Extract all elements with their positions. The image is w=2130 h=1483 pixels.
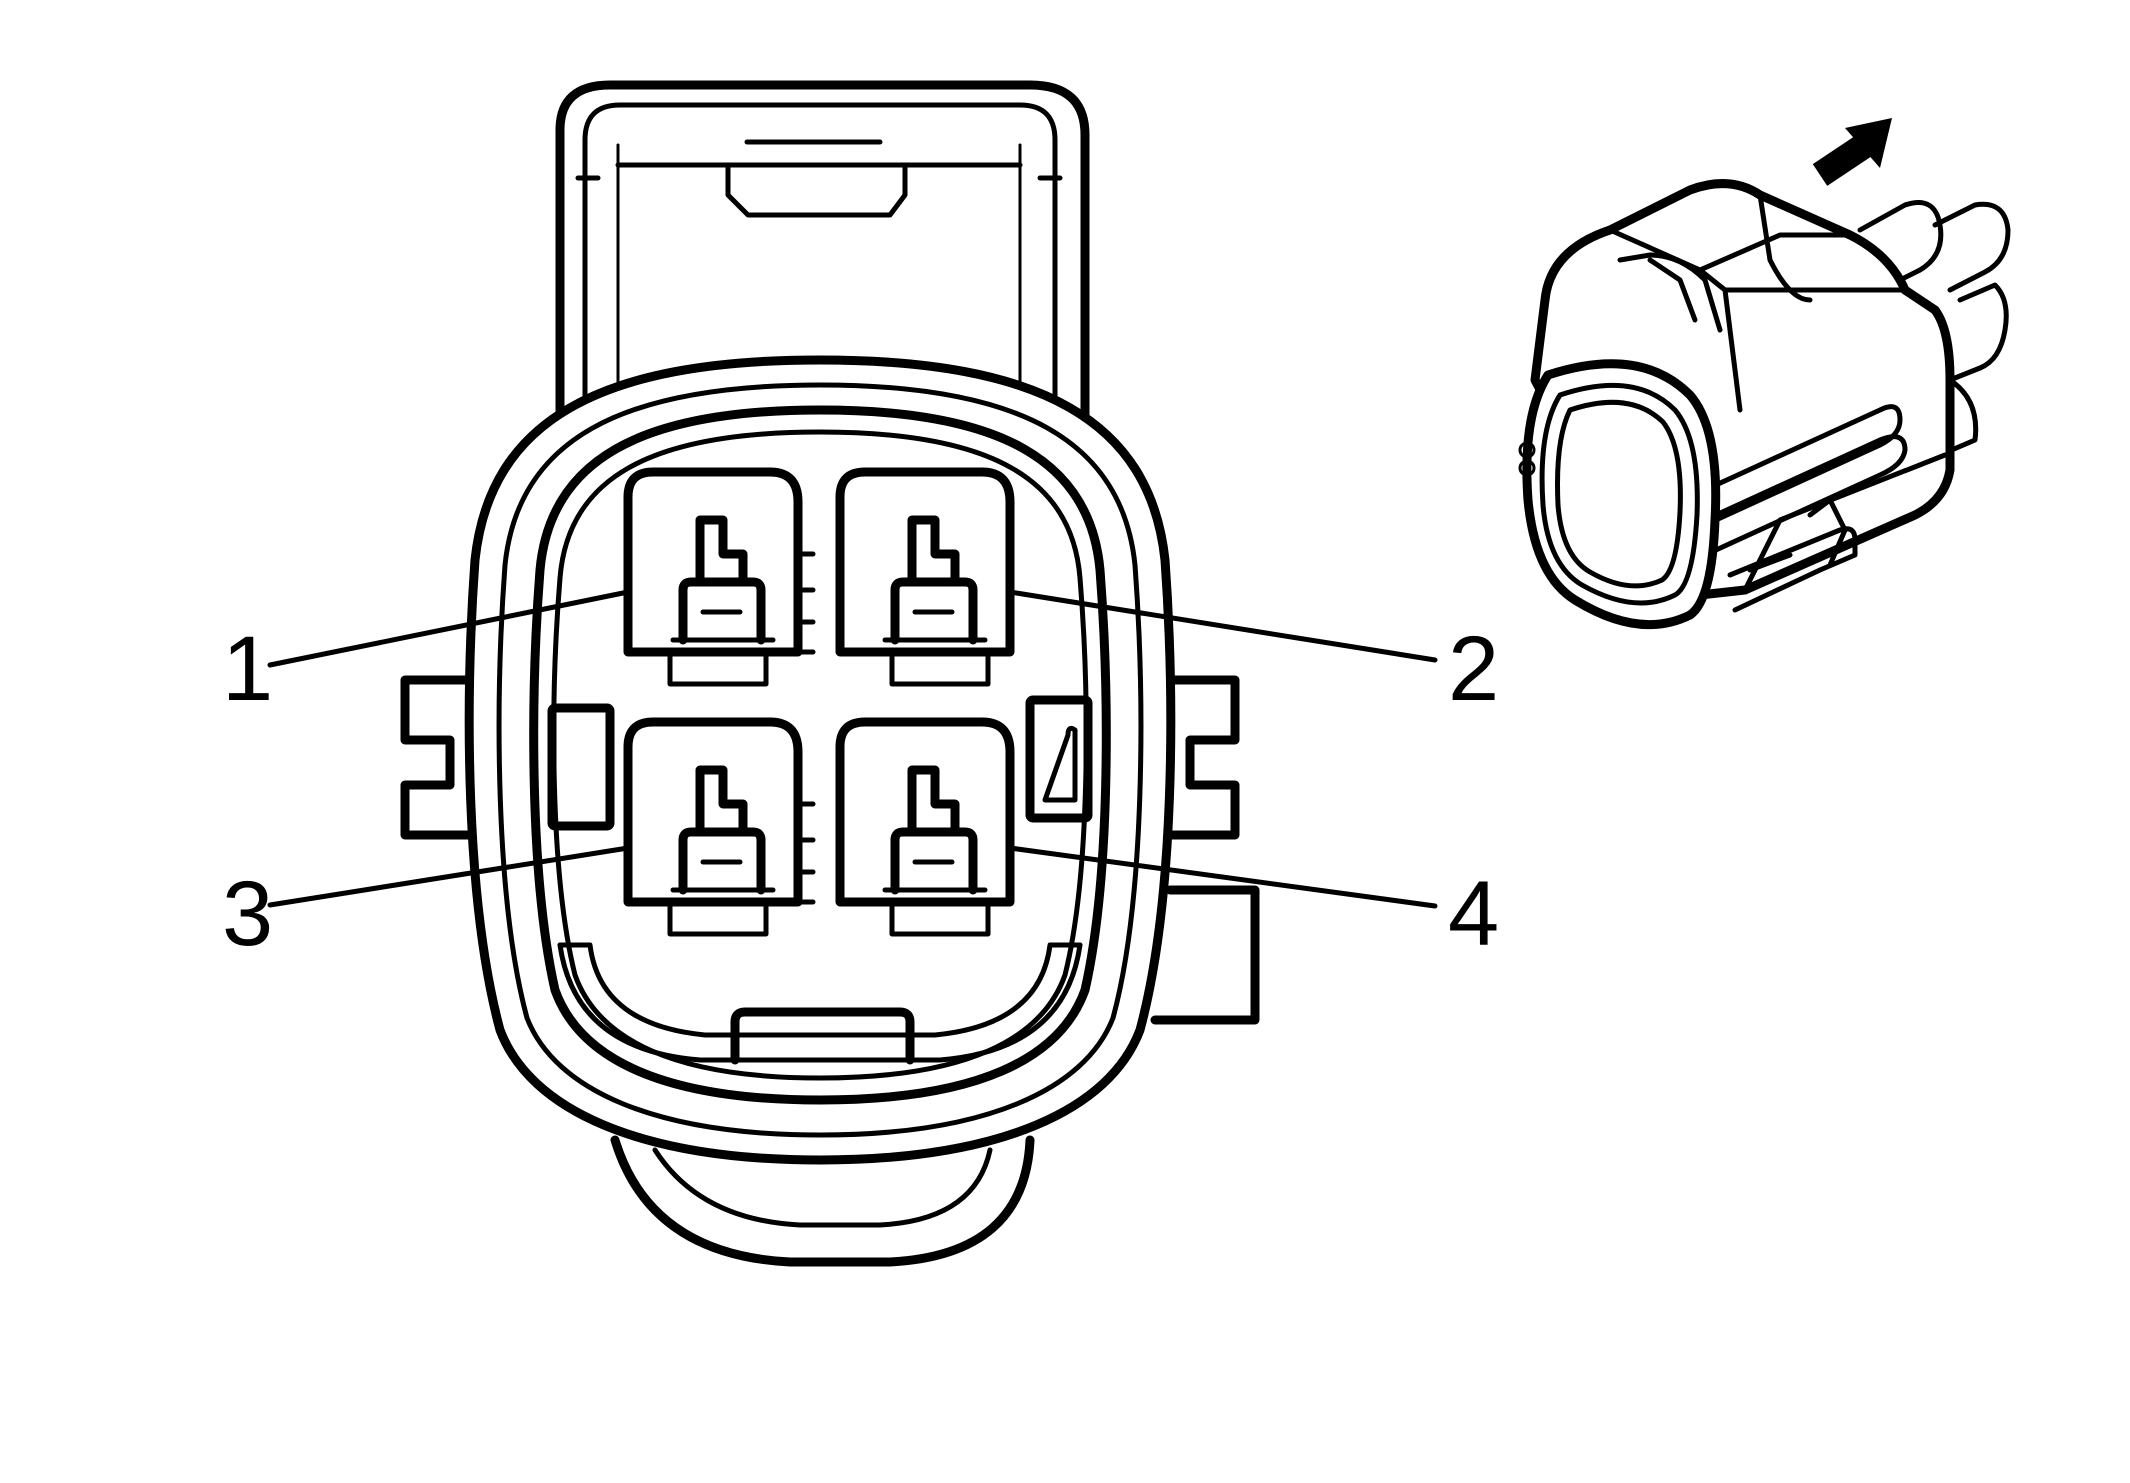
pin-labels: 1 2 3 4: [222, 618, 1499, 965]
polarising-key: [1150, 885, 1260, 1025]
pin-label-1: 1: [222, 618, 273, 720]
arrow-up-right-icon: [1812, 118, 1892, 186]
pin-label-3: 3: [222, 863, 273, 965]
terminal-cavity-1: [623, 467, 816, 687]
leader-lines: [267, 589, 1438, 909]
pin-1-orientation-mark: [1025, 695, 1093, 823]
leader-line-3: [267, 845, 631, 908]
leader-line-2: [1007, 589, 1438, 663]
leader-line-4: [1007, 845, 1438, 909]
connector-front-view: [400, 80, 1260, 1267]
locking-latch: [555, 80, 1090, 425]
terminal-cavity-4: [835, 717, 1015, 937]
connector-isometric-view: [1518, 118, 2011, 630]
pin-label-2: 2: [1448, 618, 1499, 720]
left-cavity: [547, 703, 615, 831]
bottom-slot: [730, 1007, 915, 1065]
pin-label-4: 4: [1448, 863, 1499, 965]
terminal-cavity-2: [835, 467, 1015, 687]
terminal-cavity-3: [623, 717, 816, 937]
right-side-ribs: [1165, 675, 1240, 840]
left-side-ribs: [400, 675, 475, 840]
rear-seal: [610, 1135, 1035, 1267]
leader-line-1: [267, 589, 631, 668]
